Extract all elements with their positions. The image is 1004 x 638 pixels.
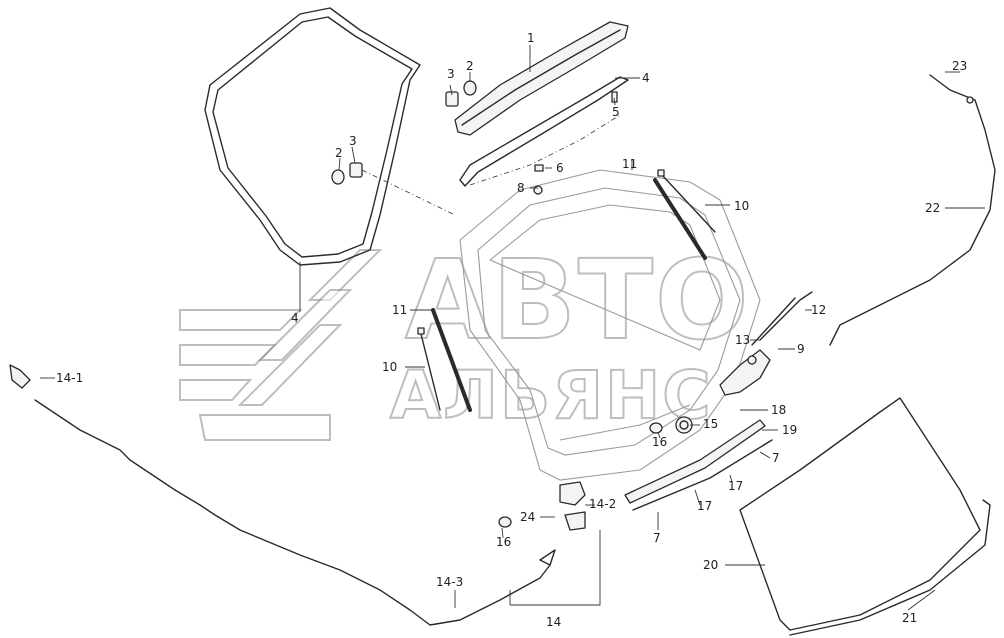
callout-9: 9 <box>797 342 805 356</box>
callout-17-left: 17 <box>697 499 712 513</box>
part-4-spoiler-strip <box>459 76 629 187</box>
part-5-6-8-fasteners <box>533 91 618 195</box>
callout-4-top: 4 <box>642 71 650 85</box>
watermark-line2: АЛЬЯНС <box>390 357 713 434</box>
callout-22: 22 <box>925 201 940 215</box>
callout-5: 5 <box>612 105 620 119</box>
part-14-handle-cable <box>9 364 586 626</box>
callout-2-top: 2 <box>466 59 474 73</box>
part-10-11-left-strut <box>417 308 472 412</box>
callout-6: 6 <box>556 161 564 175</box>
watermark-logo <box>179 249 383 441</box>
part-4-tailgate-seal <box>204 7 421 266</box>
callout-18: 18 <box>771 403 786 417</box>
callout-7-right: 7 <box>772 451 780 465</box>
callout-14-2: 14-2 <box>589 497 616 511</box>
callout-24: 24 <box>520 510 535 524</box>
callout-7-left: 7 <box>653 531 661 545</box>
part-22-23-washer-hose <box>829 74 996 346</box>
part-2-3-clips <box>331 80 477 216</box>
part-15-16-grommets <box>498 416 693 528</box>
callout-11-left: 11 <box>392 303 407 317</box>
callout-16-right: 16 <box>652 435 667 449</box>
callout-3-top: 3 <box>447 67 455 81</box>
callout-17-right: 17 <box>728 479 743 493</box>
callout-23: 23 <box>952 59 967 73</box>
part-10-11-right-strut <box>653 169 716 260</box>
clip-row <box>469 114 621 186</box>
callout-21: 21 <box>902 611 917 625</box>
leader-lines <box>40 45 985 611</box>
watermark-line1: АВТО <box>405 236 751 364</box>
callout-10-left: 10 <box>382 360 397 374</box>
callouts: 1 2 3 4 5 3 2 6 8 11 10 4 11 10 12 13 9 … <box>56 31 967 629</box>
callout-3-left: 3 <box>349 134 357 148</box>
callout-4-left: 4 <box>291 311 299 325</box>
part-17-18-19-garnish <box>624 419 773 511</box>
callout-14: 14 <box>546 615 561 629</box>
callout-11-right: 11 <box>622 157 637 171</box>
callout-13: 13 <box>735 333 750 347</box>
callout-10-right: 10 <box>734 199 749 213</box>
watermark: АВТО АЛЬЯНС <box>179 235 751 441</box>
callout-14-3: 14-3 <box>436 575 463 589</box>
part-20-21-rear-glass <box>739 397 991 636</box>
callout-12: 12 <box>811 303 826 317</box>
callout-2-left: 2 <box>335 146 343 160</box>
callout-19: 19 <box>782 423 797 437</box>
callout-14-1: 14-1 <box>56 371 83 385</box>
callout-1: 1 <box>527 31 535 45</box>
callout-15: 15 <box>703 417 718 431</box>
part-9-12-13-latch <box>719 291 813 396</box>
callout-20: 20 <box>703 558 718 572</box>
callout-8: 8 <box>517 181 525 195</box>
part-1-spoiler <box>454 21 629 136</box>
callout-16-left: 16 <box>496 535 511 549</box>
